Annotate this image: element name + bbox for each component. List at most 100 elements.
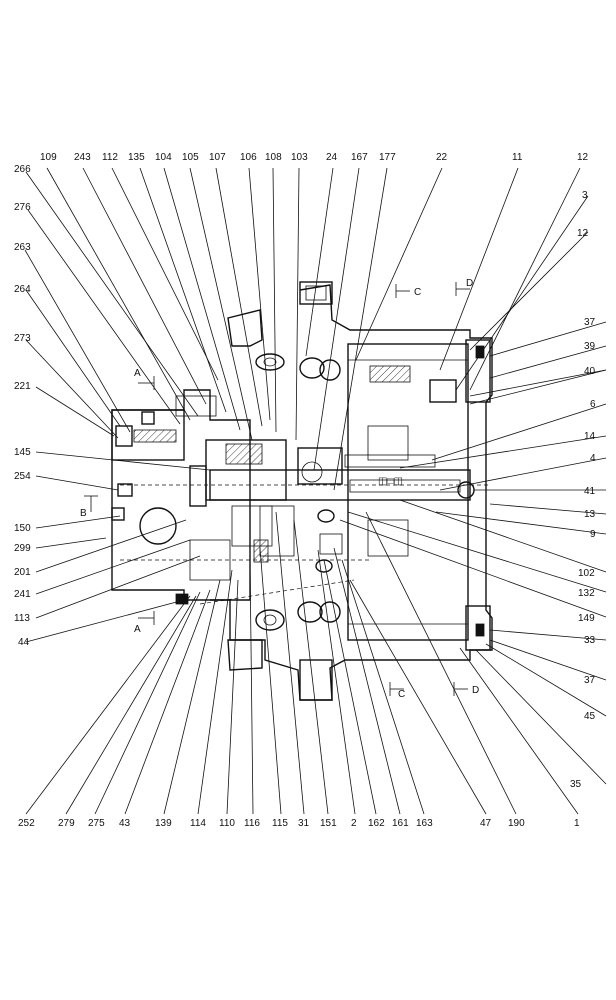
section-marker-d-bottom: D bbox=[453, 682, 479, 696]
planet-gear-upper bbox=[297, 447, 343, 485]
part-label: 252 bbox=[18, 818, 35, 829]
part-label: 161 bbox=[392, 818, 409, 829]
bearing-top-left bbox=[255, 353, 285, 371]
part-label: 35 bbox=[570, 779, 582, 790]
ring-gear-teeth-bottom bbox=[367, 519, 409, 557]
ring-gear-teeth-top2 bbox=[367, 425, 409, 461]
part-label: 149 bbox=[578, 613, 595, 624]
part-label: 22 bbox=[436, 152, 448, 163]
part-label: 150 bbox=[14, 523, 31, 534]
section-a-label-bottom: A bbox=[134, 624, 141, 635]
piston-lower bbox=[231, 505, 273, 547]
plug-upper bbox=[141, 411, 155, 425]
part-label: 13 bbox=[584, 509, 596, 520]
section-marker-c-top: C bbox=[395, 284, 421, 298]
part-label: 9 bbox=[590, 529, 596, 540]
section-a-label-top: A bbox=[134, 368, 141, 379]
part-label: 106 bbox=[240, 152, 257, 163]
cover-bolt-top bbox=[475, 345, 485, 359]
part-label: 275 bbox=[88, 818, 105, 829]
part-label: 151 bbox=[320, 818, 337, 829]
section-marker-d-top: D bbox=[455, 278, 473, 296]
part-label: 139 bbox=[155, 818, 172, 829]
cover-bolt-bottom bbox=[475, 623, 485, 637]
part-label: 116 bbox=[244, 818, 260, 829]
motor-cover-ring bbox=[175, 395, 217, 417]
shaft-collar bbox=[319, 533, 343, 555]
part-label: 47 bbox=[480, 818, 492, 829]
part-label: 102 bbox=[578, 568, 595, 579]
part-label: 254 bbox=[14, 471, 31, 482]
part-label: 266 bbox=[14, 164, 31, 175]
swash-plate bbox=[259, 505, 295, 557]
part-label: 14 bbox=[584, 431, 596, 442]
part-label: 163 bbox=[416, 818, 433, 829]
part-label: 44 bbox=[18, 637, 30, 648]
rear-plate bbox=[429, 379, 457, 403]
section-marker-b: B bbox=[80, 495, 98, 519]
shaft-sleeve bbox=[349, 479, 461, 493]
labels-top: 109 243 112 135 104 105 107 106 108 103 … bbox=[40, 152, 589, 163]
labels-bottom: 252 279 275 43 139 114 110 116 115 31 15… bbox=[18, 818, 580, 829]
drain-plug bbox=[111, 507, 125, 521]
top-mount-lug bbox=[299, 281, 333, 305]
leader-lines bbox=[24, 167, 607, 815]
part-label: 2 bbox=[351, 818, 357, 829]
part-label: 12 bbox=[577, 228, 589, 239]
top-flange bbox=[227, 309, 263, 347]
part-label: 105 bbox=[182, 152, 199, 163]
part-label: 241 bbox=[14, 589, 31, 600]
part-label: 12 bbox=[577, 152, 589, 163]
counterbalance-ball bbox=[139, 507, 177, 545]
planet-pin-upper bbox=[301, 461, 323, 483]
bearing-bottom-left bbox=[255, 609, 285, 631]
part-label: 135 bbox=[128, 152, 145, 163]
valve-plug bbox=[115, 425, 133, 447]
bearing-top-right bbox=[299, 357, 341, 381]
part-label: 109 bbox=[40, 152, 57, 163]
brake-plates bbox=[189, 539, 231, 581]
bearing-bottom-right bbox=[297, 601, 341, 623]
part-label: 39 bbox=[584, 341, 596, 352]
part-label: 1 bbox=[574, 818, 580, 829]
ring-gear-teeth-top bbox=[369, 365, 411, 383]
ring-gear-housing bbox=[347, 343, 469, 641]
part-label: 110 bbox=[219, 818, 235, 829]
end-cover-bottom bbox=[465, 605, 491, 651]
section-d-label-top: D bbox=[466, 278, 473, 289]
part-label: 33 bbox=[584, 635, 596, 646]
part-label: 190 bbox=[508, 818, 525, 829]
section-marker-a-bottom: A bbox=[134, 611, 155, 635]
part-label: 113 bbox=[14, 613, 30, 624]
part-label: 108 bbox=[265, 152, 282, 163]
part-label: 279 bbox=[58, 818, 75, 829]
section-c-label-top: C bbox=[414, 287, 421, 298]
part-label: 243 bbox=[74, 152, 91, 163]
part-label: 104 bbox=[155, 152, 172, 163]
carrier-upper bbox=[344, 454, 436, 468]
part-label: 4 bbox=[590, 453, 596, 464]
shaft-bearing-left bbox=[189, 465, 207, 507]
plug-lower bbox=[117, 483, 133, 497]
section-c-label-bottom: C bbox=[398, 689, 405, 700]
part-label: 31 bbox=[298, 818, 310, 829]
part-label: 145 bbox=[14, 447, 31, 458]
part-label: 37 bbox=[584, 317, 596, 328]
bottom-flange bbox=[227, 639, 263, 671]
part-label: 3 bbox=[582, 190, 588, 201]
section-d-label-bottom: D bbox=[472, 685, 479, 696]
tilt-dashed bbox=[199, 579, 355, 605]
main-housing bbox=[210, 284, 493, 701]
small-bearing-right bbox=[317, 509, 335, 523]
bottom-mount-lug bbox=[299, 659, 333, 701]
part-label: 115 bbox=[272, 818, 288, 829]
part-label: 177 bbox=[379, 152, 396, 163]
svg-text:◫□◫: ◫□◫ bbox=[378, 476, 403, 487]
part-label: 162 bbox=[368, 818, 385, 829]
part-label: 167 bbox=[351, 152, 368, 163]
part-label: 37 bbox=[584, 675, 596, 686]
labels-left: 266 276 263 264 273 221 145 254 150 299 … bbox=[14, 164, 31, 648]
part-label: 221 bbox=[14, 381, 31, 392]
assembly-drawing: ◫□◫ bbox=[111, 281, 493, 701]
coupling-bolt bbox=[175, 593, 189, 605]
